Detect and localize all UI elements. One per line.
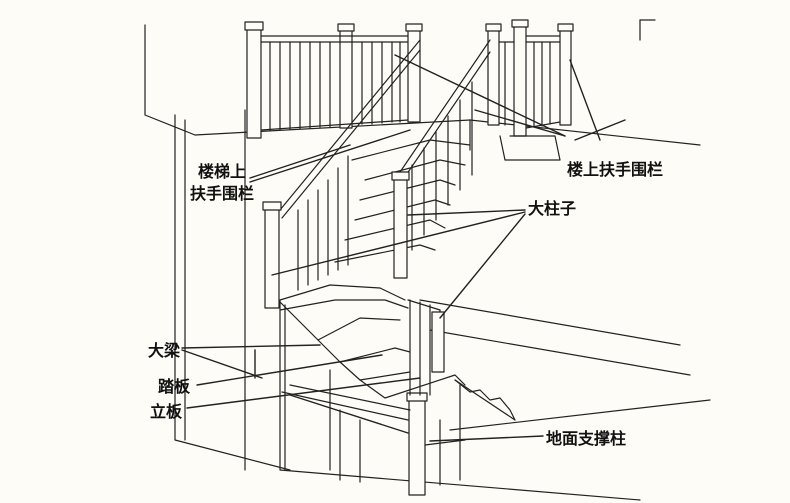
label-stair-handrail-line1: 楼梯上 xyxy=(198,162,246,181)
label-tread: 踏板 xyxy=(158,377,191,396)
label-main-post: 大柱子 xyxy=(528,199,576,218)
main-posts xyxy=(262,171,428,496)
room-walls xyxy=(144,19,711,501)
label-ground-support: 地面支撑柱 xyxy=(546,429,626,448)
lower-stair-flight xyxy=(279,284,516,486)
upper-stair-flight xyxy=(279,39,491,291)
leader-lines xyxy=(181,54,626,442)
upper-railing-right xyxy=(485,19,574,161)
label-upper-handrail: 楼上扶手围栏 xyxy=(567,160,663,179)
label-stair-handrail-line2: 扶手围栏 xyxy=(190,184,254,203)
upper-railing-left xyxy=(244,21,423,139)
label-riser: 立板 xyxy=(150,402,183,421)
label-beam: 大梁 xyxy=(148,341,181,360)
